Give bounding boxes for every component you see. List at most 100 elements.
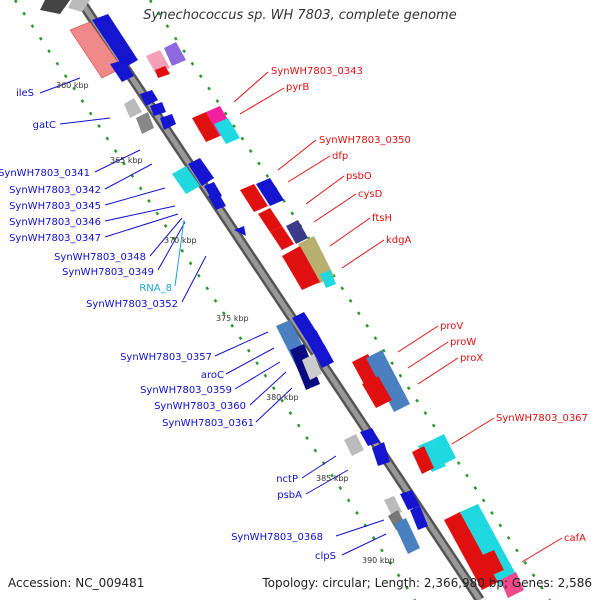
gene-feature (92, 14, 138, 68)
right-leader-lines (233, 71, 563, 563)
gene-label: SynWH7803_0349 (62, 267, 154, 278)
right-gene-labels: SynWH7803_0343 pyrB SynWH7803_0350 dfp p… (271, 66, 588, 544)
gene-label: kdgA (386, 235, 411, 246)
kbp-label: 360 kbp (56, 81, 89, 90)
gene-label: ftsH (372, 213, 392, 224)
gene-label: ileS (16, 88, 34, 99)
gene-feature (372, 442, 390, 466)
leader-line (313, 193, 357, 223)
gene-feature (344, 434, 364, 456)
topology-text: Topology: circular; Length: 2,366,980 bp… (262, 576, 592, 590)
leader-line (341, 239, 385, 269)
leader-line (104, 187, 166, 206)
gene-label: aroC (201, 370, 224, 381)
gene-feature (444, 512, 498, 590)
left-gene-labels: ileS gatC SynWH7803_0341 SynWH7803_0342 … (0, 88, 336, 562)
leader-line (104, 163, 153, 190)
leader-line (417, 357, 459, 385)
leader-line (521, 537, 563, 563)
leader-line (39, 77, 81, 94)
leader-line (157, 221, 186, 271)
kbp-ticks: 360 kbp 365 kbp 370 kbp 375 kbp 380 kbp … (56, 81, 395, 565)
gene-feature (480, 550, 504, 576)
gene-feature (150, 102, 166, 116)
gene-label: SynWH7803_0361 (162, 418, 254, 429)
left-leader-lines (39, 77, 387, 556)
gene-label: SynWH7803_0345 (9, 201, 101, 212)
gene-feature (124, 98, 142, 118)
leader-line (451, 417, 495, 445)
gene-feature (258, 208, 282, 232)
gene-label: SynWH7803_0352 (86, 299, 178, 310)
gene-label: SynWH7803_0347 (9, 233, 101, 244)
gene-feature (282, 246, 320, 290)
leader-line (233, 71, 269, 103)
gene-feature (234, 226, 246, 236)
gene-label: clpS (315, 551, 336, 562)
gene-feature (400, 490, 420, 510)
gene-feature (110, 60, 134, 82)
gene-label: pyrB (286, 82, 309, 93)
track-dots-inner-left (13, 0, 417, 600)
gene-feature (160, 114, 176, 130)
leader-line (104, 213, 179, 238)
leader-line (249, 371, 287, 406)
gene-label: SynWH7803_0368 (231, 532, 323, 543)
gene-feature (366, 350, 410, 412)
accession-text: Accession: NC_009481 (8, 576, 145, 590)
gene-label: proX (460, 353, 483, 364)
gene-label: cafA (564, 533, 586, 544)
leader-line (287, 155, 331, 183)
gene-feature (214, 118, 240, 144)
gene-feature (188, 158, 214, 186)
gene-feature (302, 354, 322, 380)
gene-feature (240, 184, 268, 212)
leader-line (407, 341, 449, 369)
gene-label: RNA_8 (139, 283, 172, 294)
gene-label: SynWH7803_0359 (140, 385, 232, 396)
gene-label: cysD (358, 189, 383, 200)
gene-feature (500, 572, 524, 598)
gene-feature (155, 66, 170, 78)
leader-line (225, 347, 275, 375)
gene-label: SynWH7803_0350 (319, 135, 411, 146)
kbp-label: 385 kbp (316, 474, 349, 483)
gene-feature (68, 0, 90, 12)
gene-feature (412, 446, 434, 474)
gene-label: psbO (346, 171, 372, 182)
leader-line (277, 139, 317, 171)
gene-label: SynWH7803_0367 (496, 413, 588, 424)
kbp-label: 375 kbp (216, 314, 249, 323)
leader-line (397, 325, 439, 353)
leader-line (305, 469, 349, 495)
leader-line (305, 175, 345, 205)
gene-label: gatC (33, 120, 56, 131)
gene-label: SynWH7803_0343 (271, 66, 363, 77)
gene-feature (418, 440, 446, 472)
gene-label: nctP (276, 474, 298, 485)
leader-line (341, 533, 387, 556)
leader-line-rna8 (174, 219, 185, 287)
gene-feature (410, 506, 428, 530)
gene-label: SynWH7803_0360 (154, 401, 246, 412)
gene-feature (192, 112, 220, 142)
leader-line (94, 149, 141, 173)
gene-feature (360, 428, 380, 446)
gene-label: proW (450, 337, 476, 348)
gene-feature (256, 178, 284, 206)
gene-feature (208, 192, 226, 210)
gene-label: proV (440, 321, 463, 332)
leader-line (255, 387, 293, 423)
map-title: Synechococcus sp. WH 7803, complete geno… (143, 8, 457, 23)
gene-feature (286, 220, 308, 244)
gene-feature (172, 166, 200, 194)
gene-feature (40, 0, 70, 14)
leader-line (329, 217, 371, 247)
leader-line (104, 205, 176, 222)
track-dots-inner-right (148, 0, 552, 600)
kbp-label: 380 kbp (266, 393, 299, 402)
gene-label: SynWH7803_0342 (9, 185, 101, 196)
kbp-label: 365 kbp (110, 156, 143, 165)
gene-feature (432, 434, 456, 464)
